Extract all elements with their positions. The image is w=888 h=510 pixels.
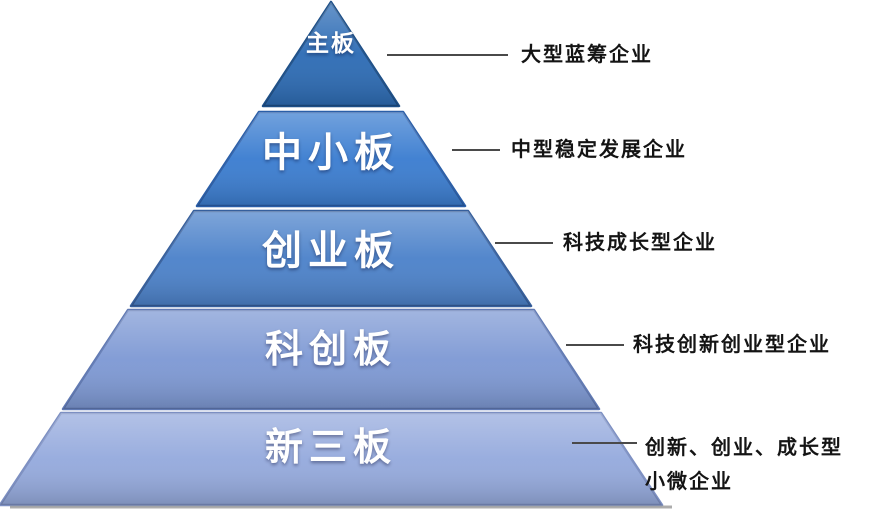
annotation-chinext: 科技成长型企业 bbox=[563, 230, 717, 254]
annotation-star-market: 科技创新创业型企业 bbox=[633, 332, 831, 356]
level-label-sme-board: 中小板 bbox=[262, 130, 400, 176]
level-label-chinext: 创业板 bbox=[262, 228, 400, 274]
annotation-main-board: 大型蓝筹企业 bbox=[521, 42, 653, 66]
level-label-main-board: 主板 bbox=[306, 31, 356, 57]
annotation-sme-board: 中型稳定发展企业 bbox=[511, 137, 687, 161]
level-label-neeq: 新三板 bbox=[264, 425, 398, 469]
annotation-neeq: 创新、创业、成长型小微企业 bbox=[645, 435, 843, 493]
level-label-star-market: 科创板 bbox=[264, 327, 398, 371]
